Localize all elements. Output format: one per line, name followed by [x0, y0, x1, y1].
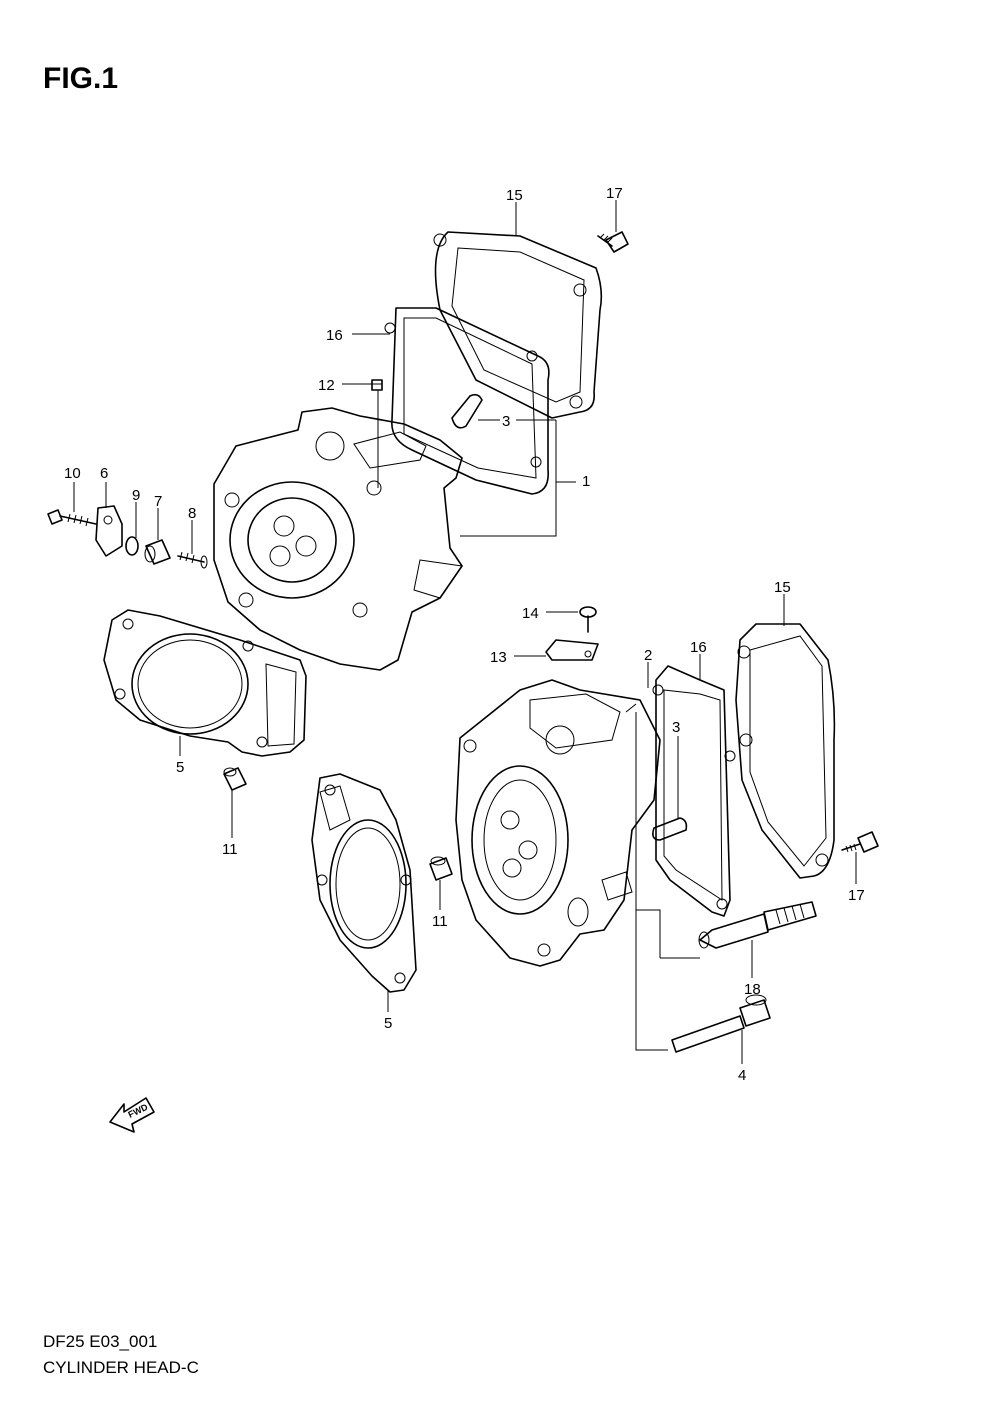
bolt-4 — [671, 994, 771, 1053]
callout-5-lower: 5 — [384, 1015, 392, 1032]
callout-8: 8 — [188, 505, 196, 522]
callout-17-upper: 17 — [606, 185, 623, 202]
head-gasket-lower — [311, 773, 417, 993]
cover-gasket-lower — [652, 665, 736, 917]
cylinder-head-upper — [213, 407, 463, 671]
callout-10: 10 — [64, 465, 81, 482]
collar-7 — [144, 539, 171, 565]
callout-16-upper: 16 — [326, 327, 343, 344]
callout-14: 14 — [522, 605, 539, 622]
callout-15-lower: 15 — [774, 579, 791, 596]
callout-11-left: 11 — [222, 841, 238, 858]
head-gasket-left — [103, 609, 307, 757]
bolt-17-lower — [841, 831, 879, 853]
dowel-11-left — [223, 767, 247, 791]
o-ring-9 — [125, 536, 139, 556]
plate-13 — [545, 639, 599, 661]
cylinder-head-lower — [455, 679, 661, 967]
part-3-lower — [652, 817, 688, 841]
bolt-17-upper — [597, 231, 629, 253]
screw-14 — [579, 606, 597, 633]
footer-code: DF25 E03_001 — [43, 1332, 158, 1351]
screw-8 — [177, 551, 208, 569]
callout-11-lower: 11 — [432, 913, 448, 930]
head-cover-upper — [433, 231, 603, 419]
callout-7: 7 — [154, 493, 162, 510]
callout-17-lower: 17 — [848, 887, 865, 904]
figure-title: FIG.1 — [43, 62, 119, 95]
sensor-6 — [95, 505, 123, 557]
callout-12: 12 — [318, 377, 335, 394]
dowel-11-lower — [429, 856, 453, 881]
head-cover-lower — [735, 623, 836, 879]
callout-6: 6 — [100, 465, 108, 482]
footer-name: CYLINDER HEAD-C — [43, 1358, 199, 1377]
plug-12 — [371, 379, 383, 391]
callout-3-upper: 3 — [502, 413, 510, 430]
callout-2: 2 — [644, 647, 652, 664]
callout-9: 9 — [132, 487, 140, 504]
callout-4: 4 — [738, 1067, 746, 1084]
spark-plug-18 — [698, 901, 817, 949]
callout-15-upper: 15 — [506, 187, 523, 204]
callout-1: 1 — [582, 473, 590, 490]
callout-16-lower: 16 — [690, 639, 707, 656]
part-3-upper — [451, 393, 483, 429]
bolt-10 — [47, 509, 97, 527]
fwd-arrow-icon: FWD — [109, 1097, 155, 1133]
callout-13: 13 — [490, 649, 507, 666]
callout-18: 18 — [744, 981, 761, 998]
callout-3-lower: 3 — [672, 719, 680, 736]
callout-5-left: 5 — [176, 759, 184, 776]
